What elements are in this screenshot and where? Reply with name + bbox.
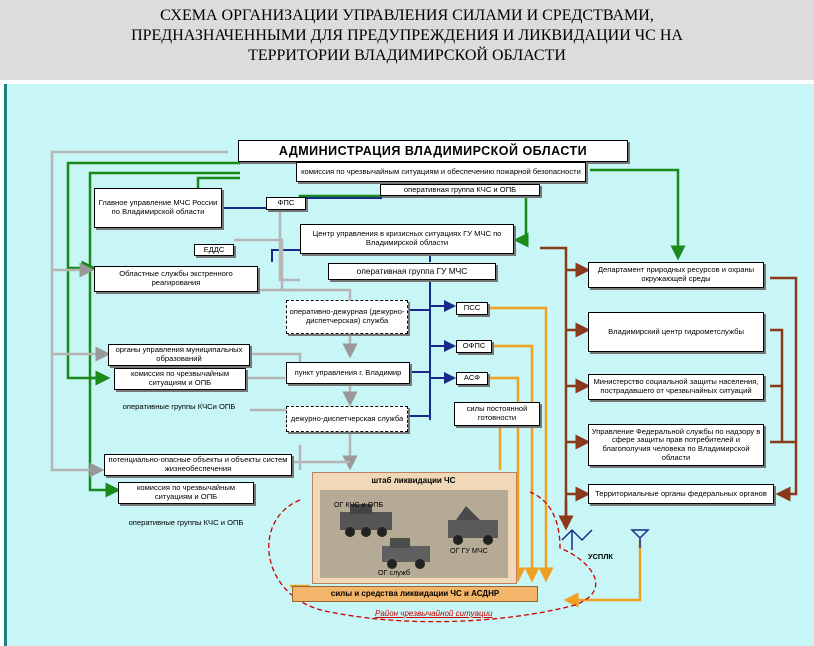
- brown-connectors: [540, 246, 798, 531]
- navy-connectors: [222, 197, 456, 420]
- sily-pg-box: силы постоянной готовности: [454, 402, 540, 426]
- kchs-mun-box: комиссия по чрезвычайным ситуациям и ОПБ: [114, 368, 246, 390]
- title-line-2: ПРЕДНАЗНАЧЕННЫМИ ДЛЯ ПРЕДУПРЕЖДЕНИЯ И ЛИ…: [131, 27, 683, 44]
- dds-box: дежурно-диспетчерская служба: [286, 406, 408, 432]
- gu-mchs-box: Главное управление МЧС России по Владими…: [94, 188, 222, 228]
- emergency-zone-outline: [268, 491, 597, 623]
- odds-box: оперативно-дежурная (дежурно-диспетчерск…: [286, 300, 408, 334]
- depart-box: Департамент природных ресурсов и охраны …: [588, 262, 764, 288]
- minsoc-box: Министерство социальной защиты населения…: [588, 374, 764, 400]
- vehicles-illustration: [340, 504, 498, 569]
- fps-box: ФПС: [266, 197, 306, 210]
- og-kchs-box: оперативная группа КЧС и ОПБ: [380, 184, 540, 196]
- gidromet-box: Владимирский центр гидрометслужбы: [588, 312, 764, 352]
- kchs-obj-box: комиссия по чрезвычайным ситуациям и ОПБ: [118, 482, 254, 504]
- og-kchs-obj-label: оперативные группы КЧС и ОПБ: [128, 517, 244, 527]
- og-gu-box: оперативная группа ГУ МЧС: [328, 263, 496, 280]
- territ-box: Территориальные органы федеральных орган…: [588, 484, 774, 504]
- usplk-icon: [561, 528, 650, 550]
- left-edge-bar: [4, 84, 7, 646]
- rospotreb-box: Управление Федеральной службы по надзору…: [588, 424, 764, 466]
- vehicles-photo: [320, 490, 508, 578]
- admin-box: АДМИНИСТРАЦИЯ ВЛАДИМИРСКОЙ ОБЛАСТИ: [238, 140, 628, 162]
- title-line-1: СХЕМА ОРГАНИЗАЦИИ УПРАВЛЕНИЯ СИЛАМИ И СР…: [160, 7, 654, 24]
- gray-connectors: [50, 150, 358, 478]
- kchs-box: комиссия по чрезвычайным ситуациям и обе…: [296, 162, 586, 182]
- title-line-3: ТЕРРИТОРИИ ВЛАДИМИРСКОЙ ОБЛАСТИ: [248, 47, 566, 64]
- shtab-title: штаб ликвидации ЧС: [371, 476, 456, 485]
- title-banner: СХЕМА ОРГАНИЗАЦИИ УПРАВЛЕНИЯ СИЛАМИ И СР…: [0, 0, 814, 80]
- edds-box: ЕДДС: [194, 244, 234, 256]
- forces-box: силы и средства ликвидации ЧС и АСДНР: [292, 586, 538, 602]
- obl-sluzhby-box: Областные службы экстренного реагировани…: [94, 266, 258, 292]
- og-sluzhb-caption: ОГ служб: [378, 568, 410, 577]
- ofps-box: ОФПС: [456, 340, 492, 353]
- asf-box: АСФ: [456, 372, 488, 385]
- usplk-label: УСПЛК: [588, 552, 613, 561]
- og-gu-mchs-caption: ОГ ГУ МЧС: [450, 546, 488, 555]
- pot-obj-box: потенциально-опасные объекты и объекты с…: [104, 454, 292, 476]
- pss-box: ПСС: [456, 302, 488, 315]
- og-kchs-mun-label: оперативные группы КЧСи ОПБ: [122, 401, 236, 411]
- og-kchs-opb-caption: ОГ КЧС и ОПБ: [334, 500, 384, 509]
- tsuks-box: Центр управления в кризисных ситуациях Г…: [300, 224, 514, 254]
- zone-caption: Район чрезвычайной ситуации: [375, 609, 493, 618]
- pu-box: пункт управления г. Владимир: [286, 362, 410, 384]
- org-mun-box: органы управления муниципальных образова…: [108, 344, 250, 366]
